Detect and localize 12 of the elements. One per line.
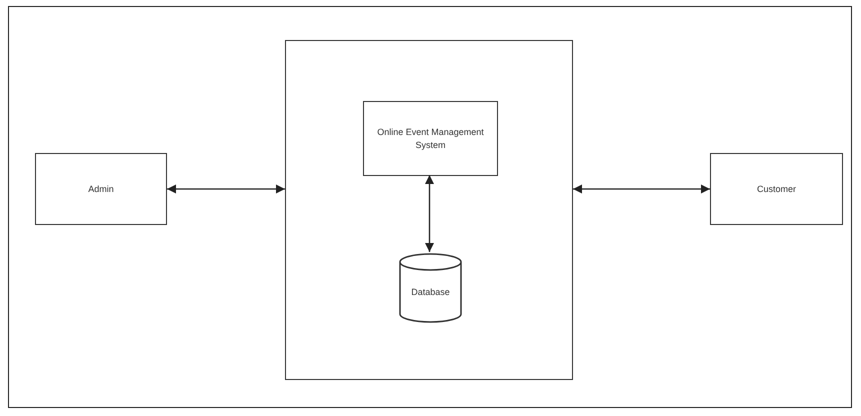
system-box	[285, 40, 573, 380]
system-box	[710, 153, 843, 225]
node-label: Admin	[87, 182, 115, 196]
arrow	[424, 175, 434, 252]
system-box	[363, 101, 498, 176]
node-label: Customer	[756, 182, 797, 196]
arrow	[167, 184, 285, 194]
node-label: Database	[410, 286, 451, 298]
arrow	[573, 184, 710, 194]
system-box	[35, 153, 167, 225]
database-cylinder	[399, 253, 462, 323]
node-label: Online Event Management System	[376, 126, 485, 151]
